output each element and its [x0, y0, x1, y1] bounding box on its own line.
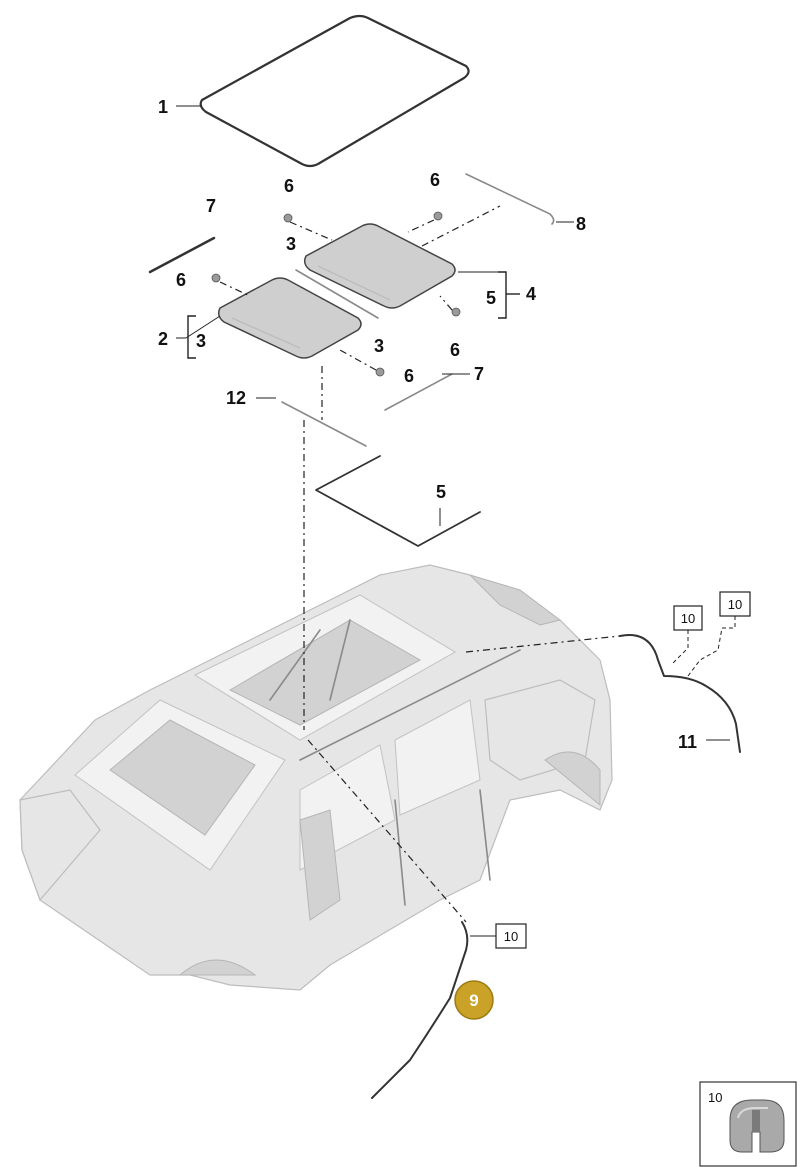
part-1-roof-frame [199, 14, 470, 168]
part-front-glass-panel [217, 277, 362, 359]
hose-clip-icon [729, 1099, 785, 1153]
callout-7-left: 7 [206, 196, 216, 216]
svg-text:10: 10 [728, 597, 742, 612]
ref-box-10-c: 10 [470, 923, 527, 949]
svg-text:10: 10 [681, 611, 695, 626]
callout-5: 5 [436, 482, 446, 502]
part-7-seal-left [148, 236, 216, 274]
callout-labels: 1 2 3 3 3 4 5 5 6 6 6 6 6 7 7 8 11 12 [158, 97, 697, 752]
callout-3-bottom: 3 [374, 336, 384, 356]
part-12-strip [281, 401, 367, 447]
callout-6-e: 6 [404, 366, 414, 386]
part-rear-glass-panel [303, 223, 456, 309]
callout-9[interactable]: 9 [469, 991, 478, 1010]
callout-8: 8 [576, 214, 586, 234]
ref-box-10-a: 10 [671, 605, 703, 665]
callout-9-highlight[interactable]: 9 [454, 980, 494, 1020]
callout-4-sub: 5 [486, 288, 496, 308]
callout-4: 4 [526, 284, 536, 304]
assembly-lines [219, 205, 621, 923]
callout-3-top: 3 [286, 234, 296, 254]
callout-6-a: 6 [284, 176, 294, 196]
callout-11: 11 [678, 732, 697, 752]
callout-2: 2 [158, 329, 168, 349]
part-9-drain-hose [371, 921, 469, 1099]
callout-12: 12 [226, 388, 246, 408]
legend-label: 10 [708, 1090, 722, 1105]
bracket-group-2 [187, 315, 196, 359]
screw-icons [211, 211, 461, 377]
callout-6-d: 6 [450, 340, 460, 360]
part-8-strip [465, 173, 555, 225]
part-5-frame-seal [315, 455, 481, 547]
ref-box-10-b: 10 [687, 591, 751, 677]
svg-text:10: 10 [504, 929, 518, 944]
part-11-drain-hose [619, 634, 741, 753]
vehicle-body-illustration [19, 564, 613, 991]
leader-lines [176, 105, 730, 741]
callout-6-c: 6 [176, 270, 186, 290]
bracket-group-4 [498, 271, 520, 319]
callout-6-b: 6 [430, 170, 440, 190]
part-3-strip-a [295, 269, 379, 319]
callout-1: 1 [158, 97, 168, 117]
callout-7-right: 7 [474, 364, 484, 384]
callout-2-sub: 3 [196, 331, 206, 351]
part-7-seal-right [384, 373, 453, 411]
legend-box: 10 [699, 1081, 797, 1167]
